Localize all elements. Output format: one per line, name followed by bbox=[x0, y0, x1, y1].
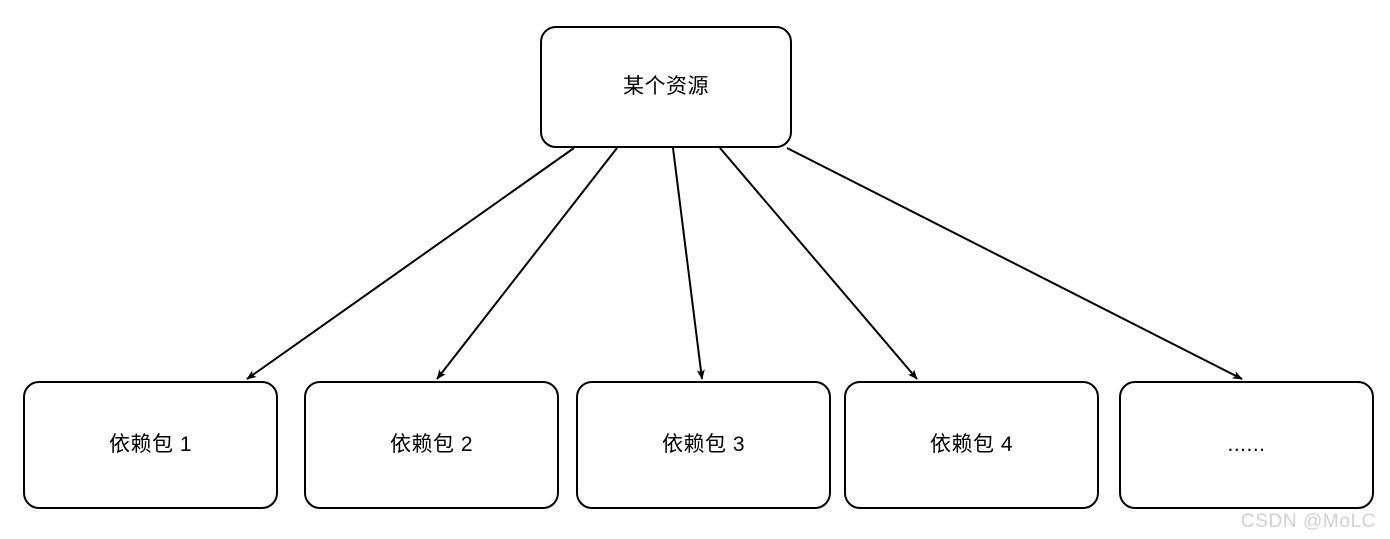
edge-root-to-dep-2 bbox=[436, 147, 618, 380]
edge-root-to-dep-4 bbox=[719, 147, 918, 380]
node-dependency-3[interactable]: 依赖包 3 bbox=[576, 381, 831, 509]
node-dependency-2-label: 依赖包 2 bbox=[389, 433, 473, 457]
node-dependency-ellipsis-label: ...... bbox=[1227, 433, 1266, 457]
edge-root-to-dep-5 bbox=[786, 147, 1243, 380]
node-root-resource[interactable]: 某个资源 bbox=[540, 26, 792, 148]
node-dependency-3-label: 依赖包 3 bbox=[661, 433, 745, 457]
node-dependency-2[interactable]: 依赖包 2 bbox=[304, 381, 559, 509]
node-root-label: 某个资源 bbox=[623, 75, 709, 99]
node-dependency-4-label: 依赖包 4 bbox=[929, 433, 1013, 457]
edge-root-to-dep-3 bbox=[672, 147, 705, 380]
watermark-text: CSDN @MoLC bbox=[1240, 511, 1376, 532]
node-dependency-1[interactable]: 依赖包 1 bbox=[23, 381, 278, 509]
node-dependency-ellipsis[interactable]: ...... bbox=[1119, 381, 1374, 509]
edge-root-to-dep-1 bbox=[246, 147, 575, 380]
node-dependency-4[interactable]: 依赖包 4 bbox=[844, 381, 1099, 509]
node-dependency-1-label: 依赖包 1 bbox=[108, 433, 192, 457]
